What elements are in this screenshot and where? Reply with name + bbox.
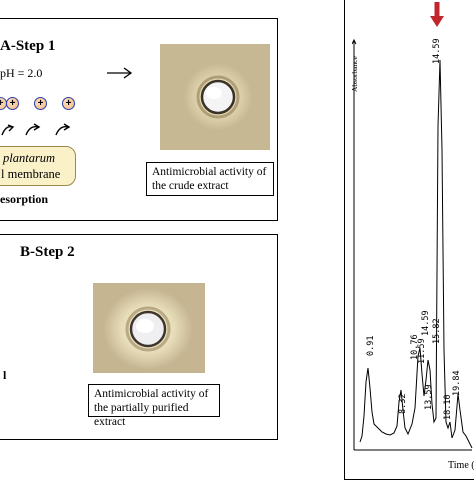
step-b-title: B-Step 2 [20, 244, 75, 260]
chromatogram-trace [359, 59, 473, 449]
peak-label: 8.32 [398, 393, 408, 414]
ph-label: pH = 2.0 [0, 66, 43, 80]
chromatogram-panel [344, 0, 474, 480]
bacteria-membrane-pill: plantarum l membrane [0, 146, 76, 186]
cation-icon: + [62, 97, 75, 110]
chromatogram-plot [352, 38, 473, 451]
peak-label: 0.91 [366, 335, 376, 356]
peak-label: 18.10 [443, 394, 453, 420]
cation-icon: + [34, 97, 47, 110]
highlight-peak-label: 14.59 [432, 38, 442, 64]
membrane-label: l membrane [1, 167, 61, 181]
cation-icon: + [6, 97, 19, 110]
agar-plate-purified [93, 283, 205, 373]
peak-label: 19.84 [452, 370, 462, 396]
agar-plate-crude [160, 44, 270, 150]
step-b-side-mark: l [3, 368, 7, 382]
step-a-title: A-Step 1 [0, 38, 56, 54]
peak-marker-arrow-icon [430, 2, 444, 27]
x-axis-label: Time ( [448, 460, 474, 471]
peak-label: 14.59 [421, 310, 431, 336]
peak-label: 15.82 [432, 318, 442, 344]
crude-extract-caption: Antimicrobial activity of the crude extr… [146, 162, 274, 196]
binding-arrows-icon [1, 123, 71, 136]
purified-extract-caption: Antimicrobial activity of the partially … [88, 384, 220, 428]
strain-label: plantarum [3, 151, 56, 165]
peak-label: 13.59 [424, 384, 434, 410]
right-arrow-icon [107, 67, 133, 79]
peak-label: 11.59 [417, 338, 427, 364]
desorption-label: esorption [0, 192, 48, 206]
